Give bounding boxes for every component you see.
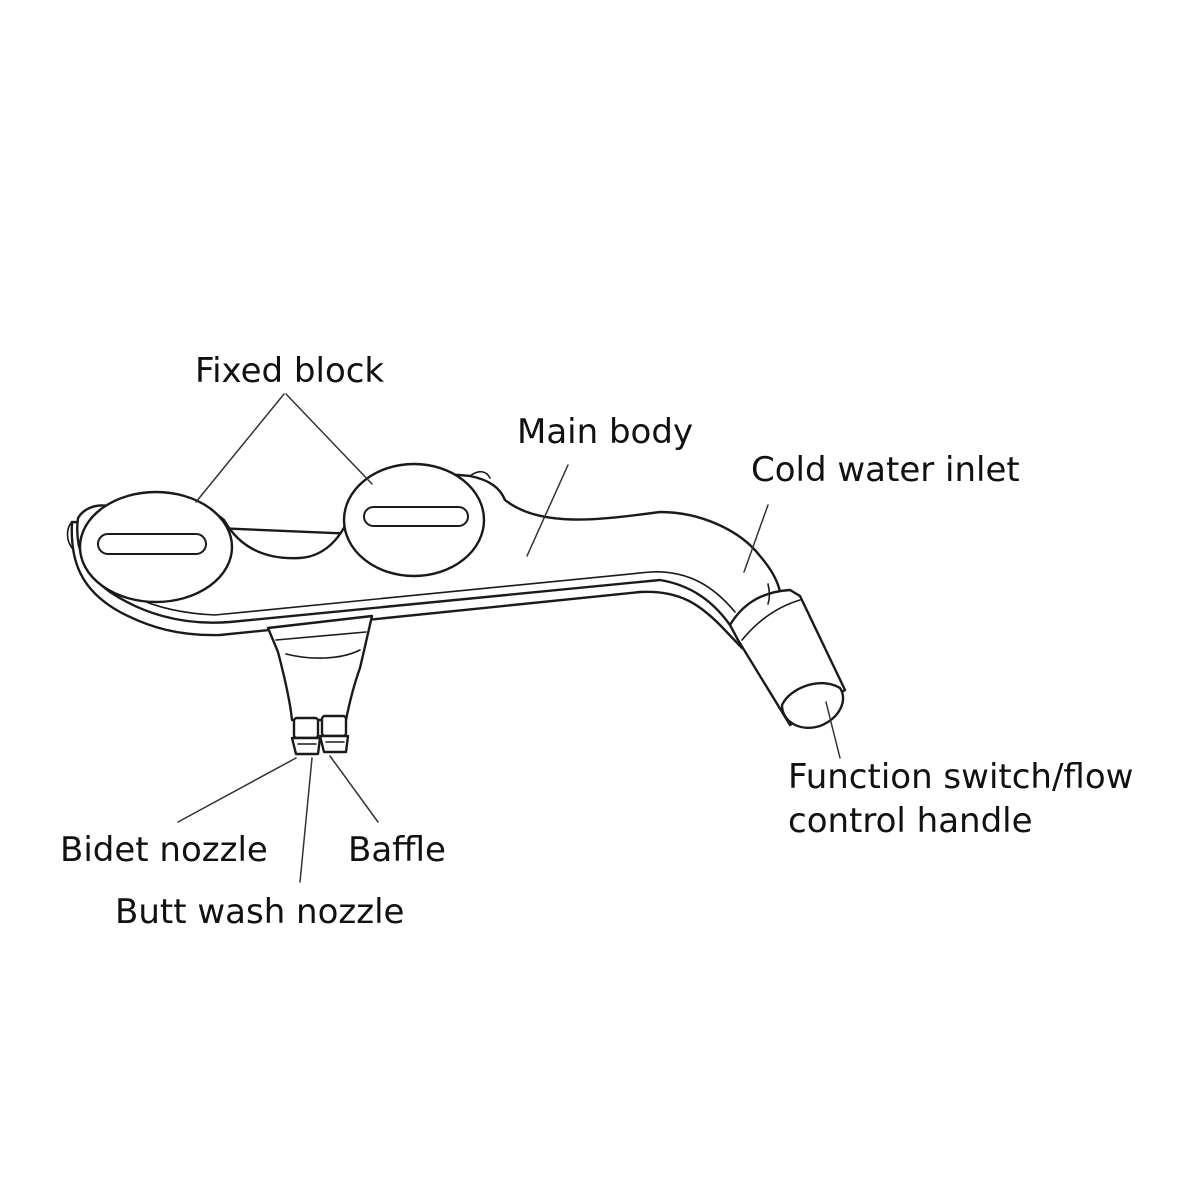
label-bidet-nozzle: Bidet nozzle xyxy=(60,830,268,870)
fixed-block-right xyxy=(342,462,486,578)
label-function-switch-line2: control handle xyxy=(788,801,1033,841)
label-function-switch-line1: Function switch/flow xyxy=(788,757,1133,797)
leader-lines xyxy=(177,393,841,883)
nozzle-housing-shape xyxy=(266,614,374,756)
function-handle-shape xyxy=(780,682,845,729)
fixed-block-left xyxy=(78,490,234,604)
label-baffle: Baffle xyxy=(348,830,446,870)
label-fixed-block: Fixed block xyxy=(195,351,384,391)
label-cold-water-inlet: Cold water inlet xyxy=(751,450,1020,490)
label-butt-wash-nozzle: Butt wash nozzle xyxy=(115,892,404,932)
label-main-body: Main body xyxy=(517,412,693,452)
